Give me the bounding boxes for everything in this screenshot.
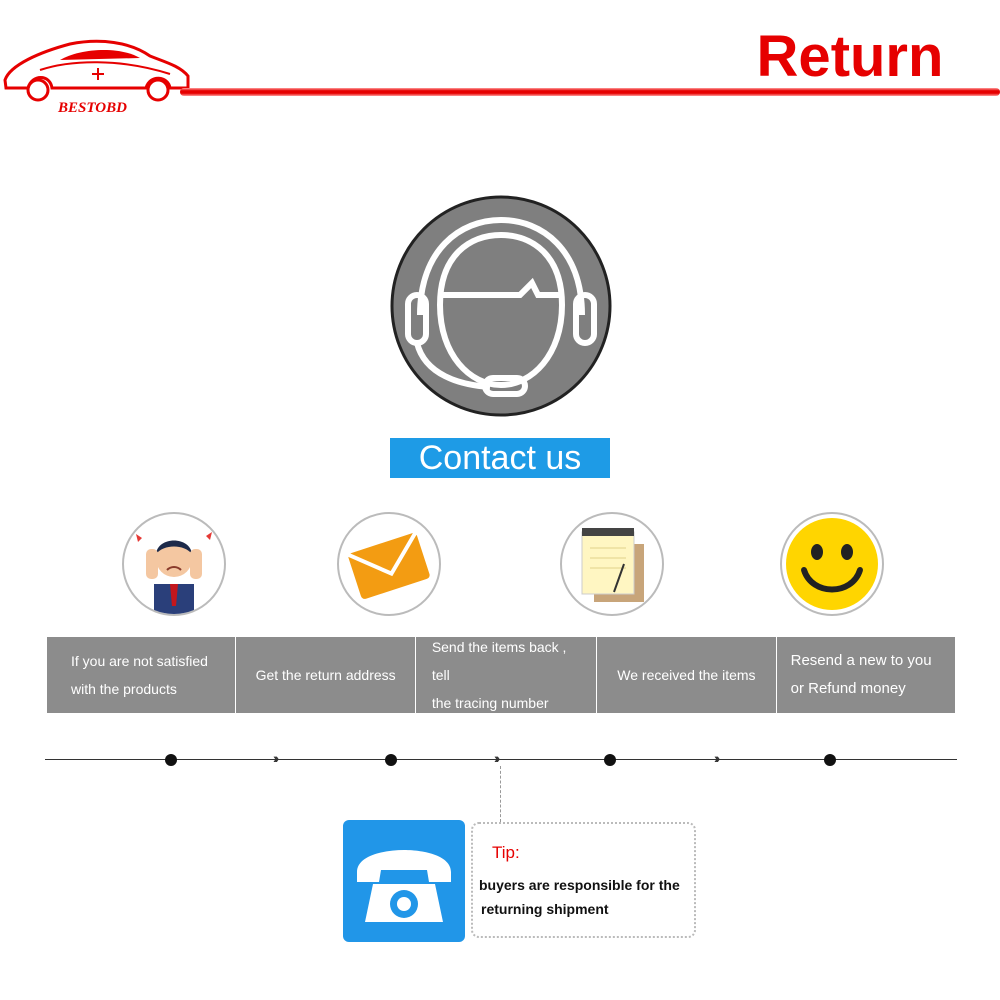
header-divider	[180, 88, 1000, 96]
tip-text: buyers are responsible for the returning…	[479, 873, 694, 921]
tip-title: Tip:	[492, 843, 520, 862]
step-5: Resend a new to you or Refund money	[777, 637, 955, 713]
timeline-line	[45, 759, 957, 760]
logo-text: BESTOBD	[58, 100, 127, 116]
return-steps-bar: If you are not satisfied with the produc…	[47, 637, 955, 713]
tip-box	[471, 822, 696, 938]
headset-icon	[390, 195, 612, 417]
page-title: Return	[756, 24, 944, 89]
step-1-line-1: If you are not satisfied	[71, 653, 208, 669]
step-2: Get the return address	[236, 637, 416, 713]
step-1-line-2: with the products	[71, 681, 177, 697]
car-logo-icon	[3, 39, 190, 102]
smiley-icon	[780, 512, 884, 616]
timeline-dot	[385, 754, 397, 766]
step-3: Send the items back , tell the tracing n…	[416, 637, 598, 713]
step-1: If you are not satisfied with the produc…	[47, 637, 237, 713]
contact-us-button[interactable]: Contact us	[390, 438, 610, 478]
step-2-line-1: Get the return address	[255, 667, 396, 683]
tip-line-2: returning shipment	[481, 901, 609, 917]
timeline-dot	[604, 754, 616, 766]
envelope-icon	[337, 512, 441, 616]
telephone-icon	[343, 820, 465, 942]
bestobd-logo: BESTOBD	[0, 30, 200, 130]
step-5-line-2: or Refund money	[790, 680, 906, 697]
step-5-line-1: Resend a new to you	[790, 652, 932, 669]
step-3-line-1: Send the items back , tell	[431, 639, 567, 683]
tip-connector	[500, 766, 501, 822]
step-4: We received the items	[597, 637, 777, 713]
stressed-person-icon	[122, 512, 226, 616]
notepad-icon	[560, 512, 664, 616]
chevron-right-icon: ››	[494, 750, 501, 766]
timeline-dot	[165, 754, 177, 766]
step-3-line-2: the tracing number	[431, 695, 549, 711]
timeline-dot	[824, 754, 836, 766]
chevron-right-icon: ››	[714, 750, 721, 766]
tip-line-1: buyers are responsible for the	[479, 877, 680, 893]
step-4-line-1: We received the items	[617, 667, 756, 683]
chevron-right-icon: ››	[273, 750, 280, 766]
